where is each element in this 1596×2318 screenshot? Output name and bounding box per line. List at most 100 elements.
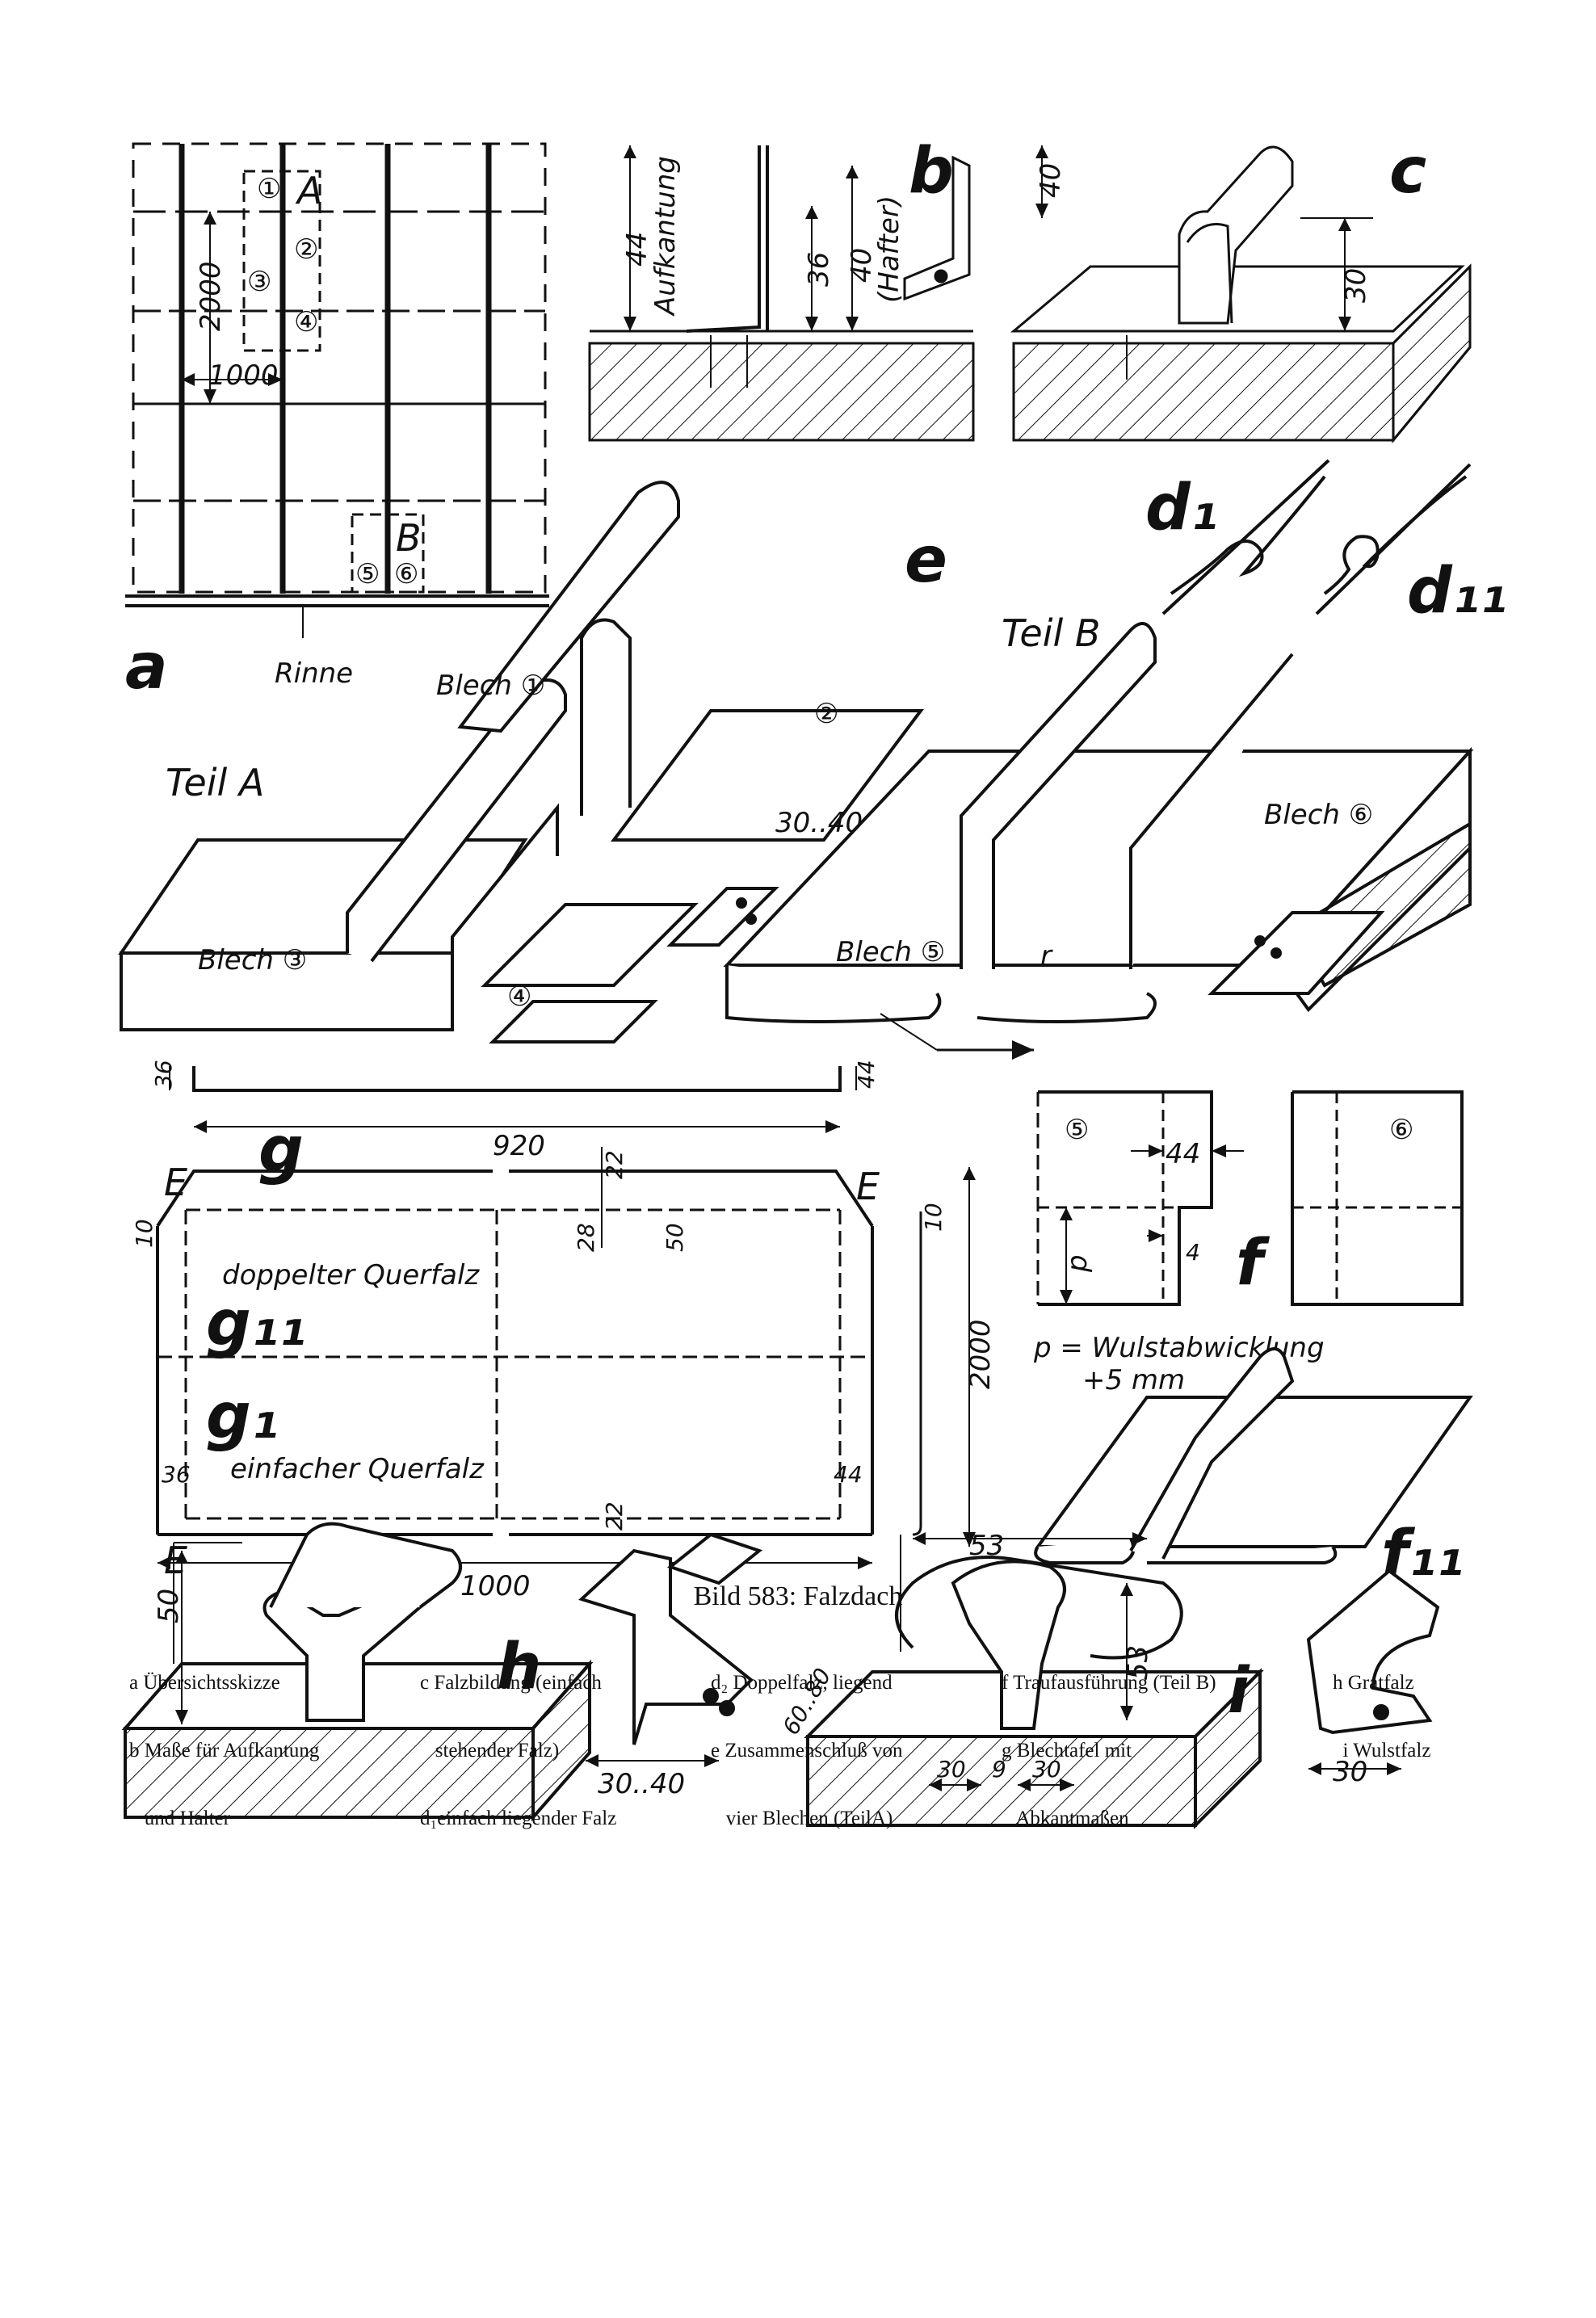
panel-g-letter: g bbox=[258, 1114, 304, 1186]
legend-item: d₁einfach liegender Falz bbox=[420, 1808, 617, 1829]
panel-g-doppelter-querfalz: doppelter Querfalz bbox=[222, 1259, 480, 1291]
panel-i-dim-53-width: 53 bbox=[969, 1530, 1004, 1562]
panel-a-sheet-6: ⑥ bbox=[394, 558, 418, 590]
panel-d1-letter: d₁ bbox=[1145, 472, 1218, 544]
panel-a-label-B: B bbox=[396, 516, 422, 560]
panel-d1-drawing bbox=[1161, 459, 1330, 615]
legend-item: c Falzbildung (einfach bbox=[420, 1672, 602, 1694]
panel-g-dim-10-right: 10 bbox=[920, 1203, 947, 1232]
panel-e-letter: e bbox=[905, 524, 947, 597]
panel-a-rinne: Rinne bbox=[275, 657, 353, 690]
panel-i-drawing bbox=[804, 1532, 1440, 1829]
panel-g-edge-E-bottom: E bbox=[164, 1539, 187, 1582]
panel-b-dim-44: 44 bbox=[621, 232, 653, 267]
panel-g-dim-920: 920 bbox=[493, 1130, 545, 1162]
panel-f-letter: f bbox=[1236, 1227, 1270, 1300]
panel-e-dim-3040: 30..40 bbox=[775, 807, 863, 839]
panel-i-dim-30-tab: 30 bbox=[1333, 1756, 1367, 1788]
panel-b-aufkantung: Aufkantung bbox=[649, 156, 682, 317]
panel-f-formula-2: +5 mm bbox=[1082, 1364, 1185, 1396]
panel-e-sheet-2: ② bbox=[814, 698, 838, 730]
panel-g2-letter: g₁₁ bbox=[206, 1287, 306, 1360]
panel-g-dim-22-top: 22 bbox=[601, 1150, 628, 1179]
panel-e-teil-a-drawing bbox=[118, 481, 924, 1044]
legend-item: i Wulstfalz bbox=[1333, 1740, 1431, 1762]
panel-e-blech-1: Blech ① bbox=[436, 670, 545, 702]
panel-h-drawing bbox=[121, 1522, 763, 1822]
panel-f-dim-4: 4 bbox=[1186, 1239, 1200, 1266]
panel-e-r: r bbox=[1040, 940, 1053, 972]
panel-i-dim-30-left: 30 bbox=[937, 1756, 966, 1783]
panel-d2-letter: d₁₁ bbox=[1407, 555, 1507, 628]
panel-f2-drawing bbox=[1034, 1347, 1473, 1564]
panel-a-dim-2000: 2000 bbox=[195, 261, 227, 331]
panel-g-dim-44-side: 44 bbox=[834, 1461, 863, 1488]
panel-a-sheet-5: ⑤ bbox=[355, 558, 380, 590]
panel-g-dim-10-left: 10 bbox=[131, 1219, 158, 1248]
panel-f-sheet-6: ⑥ bbox=[1389, 1114, 1413, 1146]
panel-g-drawing bbox=[156, 1066, 976, 1569]
panel-f-sheet-5: ⑤ bbox=[1065, 1114, 1089, 1146]
panel-i-dim-30-right: 30 bbox=[1032, 1756, 1061, 1783]
panel-b-dim-40-hafter: 40 bbox=[846, 248, 878, 283]
panel-g-dim-36: 36 bbox=[150, 1060, 177, 1089]
legend-item: a Übersichtsskizze bbox=[129, 1672, 280, 1694]
panel-i-dim-9: 9 bbox=[992, 1756, 1006, 1783]
panel-b-hafter: (Hafter) bbox=[873, 195, 905, 303]
panel-d2-drawing bbox=[1315, 463, 1472, 615]
legend-item: f Traufausführung (Teil B) bbox=[1002, 1672, 1216, 1694]
panel-e-teil-b-drawing bbox=[723, 622, 1474, 1060]
panel-b-dim-36: 36 bbox=[803, 252, 835, 287]
panel-a-sheet-1: ① bbox=[257, 173, 281, 205]
panel-e-teil-b: Teil B bbox=[1002, 611, 1100, 655]
panel-f-drawing bbox=[1036, 1090, 1464, 1306]
panel-e-blech-5: Blech ⑤ bbox=[836, 936, 945, 968]
panel-g-dim-1000: 1000 bbox=[460, 1570, 531, 1602]
panel-h-dim-50: 50 bbox=[153, 1589, 185, 1623]
legend-item: e Zusammenschluß von bbox=[711, 1740, 903, 1762]
panel-f-p: p bbox=[1061, 1254, 1094, 1273]
legend-item: g Blechtafel mit bbox=[1002, 1740, 1132, 1762]
legend-column-4: f Traufausführung (Teil B) g Blechtafel … bbox=[1002, 1627, 1216, 1853]
legend-item: stehender Falz) bbox=[420, 1740, 560, 1762]
panel-g1-letter: g₁ bbox=[206, 1380, 279, 1453]
panel-b-dim-40: 40 bbox=[1035, 163, 1067, 198]
panel-i-letter: i bbox=[1228, 1655, 1250, 1728]
panel-c-drawing bbox=[1010, 145, 1472, 444]
legend-item: h Gratfalz bbox=[1333, 1672, 1414, 1694]
panel-e-blech-6: Blech ⑥ bbox=[1264, 799, 1373, 831]
panel-h-letter: h bbox=[497, 1631, 542, 1703]
legend-item: vier Blechen (TeilA) bbox=[711, 1808, 893, 1829]
panel-a-label-A: A bbox=[295, 169, 322, 212]
panel-a-overview bbox=[125, 142, 549, 638]
legend-column-2: c Falzbildung (einfach stehender Falz) d… bbox=[420, 1627, 616, 1853]
panel-a-sheet-3: ③ bbox=[247, 266, 271, 298]
legend-item: b Maße für Aufkantung bbox=[129, 1740, 320, 1762]
legend-column-3: d₂ Doppelfalz, liegend e Zusammenschluß … bbox=[711, 1627, 902, 1853]
legend-column-5: h Gratfalz i Wulstfalz bbox=[1333, 1627, 1430, 1785]
panel-a-letter: a bbox=[125, 631, 168, 703]
panel-g-dim-36-side: 36 bbox=[162, 1461, 191, 1488]
legend-column-1: a Übersichtsskizze b Maße für Aufkantung… bbox=[129, 1627, 319, 1853]
panel-c-letter: c bbox=[1389, 135, 1426, 208]
legend-item: und Halter bbox=[129, 1808, 230, 1829]
panel-b-letter: b bbox=[909, 135, 954, 208]
panel-h-dim-3040: 30..40 bbox=[598, 1768, 685, 1800]
legend-item: Abkantmaßen bbox=[1002, 1808, 1129, 1829]
figure-caption: Bild 583: Falzdach bbox=[693, 1581, 903, 1611]
panel-g-dim-28: 28 bbox=[573, 1223, 599, 1252]
panel-g-dim-50: 50 bbox=[662, 1223, 688, 1252]
panel-g-dim-44: 44 bbox=[853, 1060, 880, 1089]
panel-g-edge-E-left: E bbox=[164, 1161, 187, 1204]
panel-e-sheet-4: ④ bbox=[507, 981, 531, 1013]
panel-f-dim-44: 44 bbox=[1166, 1138, 1200, 1170]
legend-item: d₂ Doppelfalz, liegend bbox=[711, 1672, 892, 1694]
panel-e-teil-a: Teil A bbox=[166, 761, 264, 804]
panel-a-dim-1000: 1000 bbox=[208, 359, 279, 392]
panel-g-dim-22-bottom: 22 bbox=[601, 1501, 628, 1531]
panel-g-einfacher-querfalz: einfacher Querfalz bbox=[230, 1453, 485, 1485]
panel-a-sheet-4: ④ bbox=[294, 306, 318, 338]
panel-c-dim-30: 30 bbox=[1340, 268, 1372, 303]
panel-e-blech-3: Blech ③ bbox=[198, 944, 307, 976]
